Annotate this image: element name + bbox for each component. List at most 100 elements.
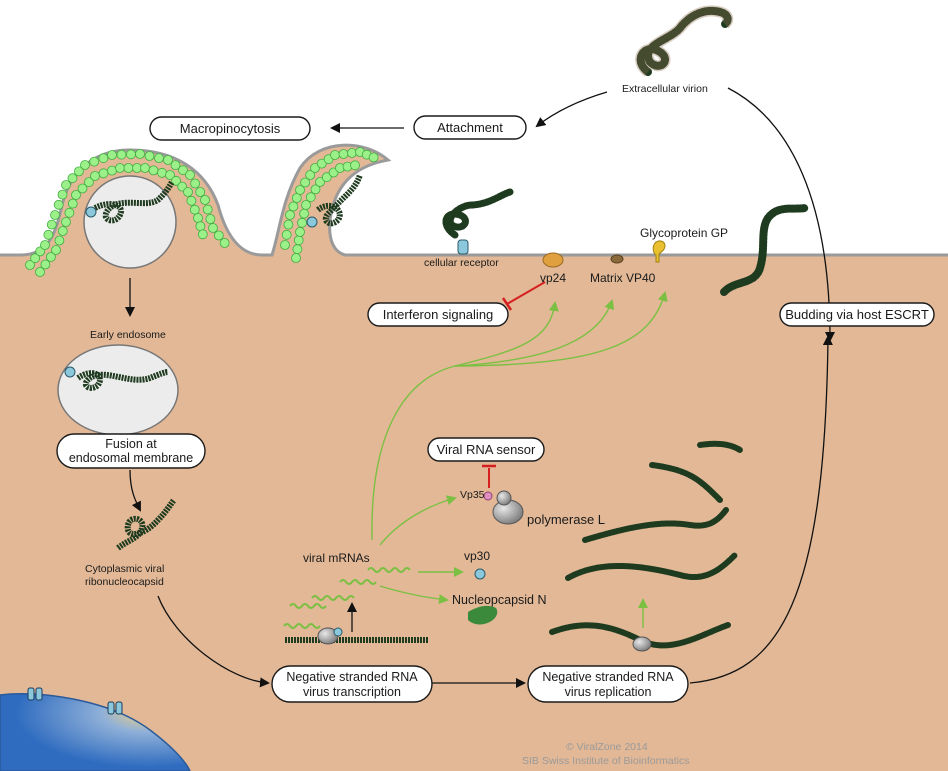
green-bead [299, 208, 310, 219]
fusion-label: Fusion at endosomal membrane [56, 433, 206, 469]
green-bead [46, 252, 56, 262]
svg-text:Attachment: Attachment [437, 120, 503, 135]
green-bead [347, 148, 357, 158]
green-bead [200, 195, 210, 205]
green-bead [186, 195, 197, 206]
cytoplasmic-rnp-label-2: ribonucleocapsid [85, 576, 164, 588]
green-bead [195, 221, 206, 232]
green-bead [300, 177, 311, 188]
green-bead [115, 163, 125, 173]
svg-text:Negative stranded RNA: Negative stranded RNA [286, 670, 418, 684]
green-bead [74, 166, 84, 177]
green-bead [80, 160, 90, 170]
green-bead [178, 165, 188, 176]
green-bead [281, 229, 292, 240]
green-bead [213, 230, 224, 241]
green-bead [295, 185, 305, 195]
green-bead [50, 210, 60, 220]
green-bead [338, 149, 349, 159]
replication-label: Negative stranded RNA virus replication [527, 665, 689, 703]
vp24-label: vp24 [540, 271, 566, 285]
green-bead [90, 171, 100, 181]
credit-line-2: SIB Swiss Institute of Bioinformatics [522, 755, 689, 767]
green-bead [305, 170, 316, 180]
green-bead [291, 253, 301, 263]
green-bead [126, 149, 136, 160]
green-bead [310, 184, 321, 195]
matrix-vp40-label: Matrix VP40 [590, 271, 656, 285]
green-bead [157, 167, 167, 178]
green-arrows [371, 291, 668, 628]
svg-text:virus replication: virus replication [565, 685, 652, 699]
extracellular-virion-icon [636, 6, 732, 76]
green-bead [40, 240, 50, 250]
black-arrows [125, 87, 835, 688]
green-bead [292, 244, 303, 255]
virion-in-endosome [76, 369, 169, 391]
polymerase-l-icon [483, 490, 524, 525]
green-bead [185, 170, 195, 180]
green-bead [310, 163, 320, 173]
green-bead [61, 180, 71, 190]
green-bead [61, 217, 71, 227]
green-bead [71, 190, 81, 200]
svg-text:Fusion at: Fusion at [105, 437, 157, 451]
polymerase-on-genome [632, 636, 652, 652]
green-bead [57, 226, 68, 236]
early-endosome-label: Early endosome [90, 329, 166, 341]
green-bead [84, 177, 94, 188]
green-bead [77, 183, 88, 194]
extracellular-virion-label: Extracellular virion [622, 83, 708, 95]
green-bead [171, 175, 182, 186]
polymerase-l-label: polymerase L [527, 512, 605, 527]
svg-text:Viral RNA sensor: Viral RNA sensor [437, 442, 536, 457]
receptor-icon [85, 206, 97, 218]
svg-text:virus transcription: virus transcription [303, 685, 401, 699]
svg-text:Budding via host ESCRT: Budding via host ESCRT [785, 307, 929, 322]
nucleoprotein-n-icon [468, 605, 498, 625]
green-bead [197, 229, 208, 240]
svg-text:endosomal membrane: endosomal membrane [69, 451, 193, 465]
cytoplasmic-rnp-label-1: Cytoplasmic viral [85, 563, 164, 575]
green-bead [316, 158, 327, 169]
cellular-receptor-icon [457, 239, 469, 255]
green-bead [43, 229, 54, 240]
green-bead [219, 238, 230, 248]
green-bead [165, 170, 175, 180]
vp30-label: vp30 [464, 549, 490, 563]
green-bead [140, 163, 150, 173]
attachment-label: Attachment [413, 115, 527, 140]
green-bead [148, 165, 159, 176]
green-bead [53, 199, 64, 210]
green-bead [64, 207, 75, 218]
green-bead [46, 219, 57, 230]
glycoprotein-gp-label: Glycoprotein GP [640, 226, 728, 240]
green-bead [30, 253, 40, 264]
green-bead [25, 260, 35, 270]
green-bead [195, 187, 206, 197]
green-bead [189, 204, 200, 215]
green-bead [183, 187, 193, 197]
green-bead [321, 172, 332, 183]
green-bead [98, 153, 109, 164]
vp30-protein-icon [474, 568, 486, 580]
green-bead [144, 151, 155, 161]
green-bead [330, 150, 340, 160]
macropinocytosis-label: Macropinocytosis [149, 116, 311, 141]
gp-protein-icon [652, 240, 666, 263]
green-bead [295, 227, 305, 237]
green-bead [67, 198, 78, 209]
svg-text:Macropinocytosis: Macropinocytosis [180, 121, 281, 136]
green-bead [285, 210, 295, 220]
ribonucleocapsid-icon [116, 498, 177, 551]
green-bead [288, 201, 299, 212]
green-bead [170, 160, 181, 171]
vp30-on-template [333, 627, 343, 637]
transcription-label: Negative stranded RNA virus transcriptio… [271, 665, 433, 703]
svg-text:Interferon signaling: Interferon signaling [383, 307, 494, 322]
green-bead [301, 200, 311, 210]
viral-rna-sensor-label: Viral RNA sensor [427, 437, 545, 462]
green-bead [40, 259, 51, 270]
receptor-icon [306, 216, 318, 228]
